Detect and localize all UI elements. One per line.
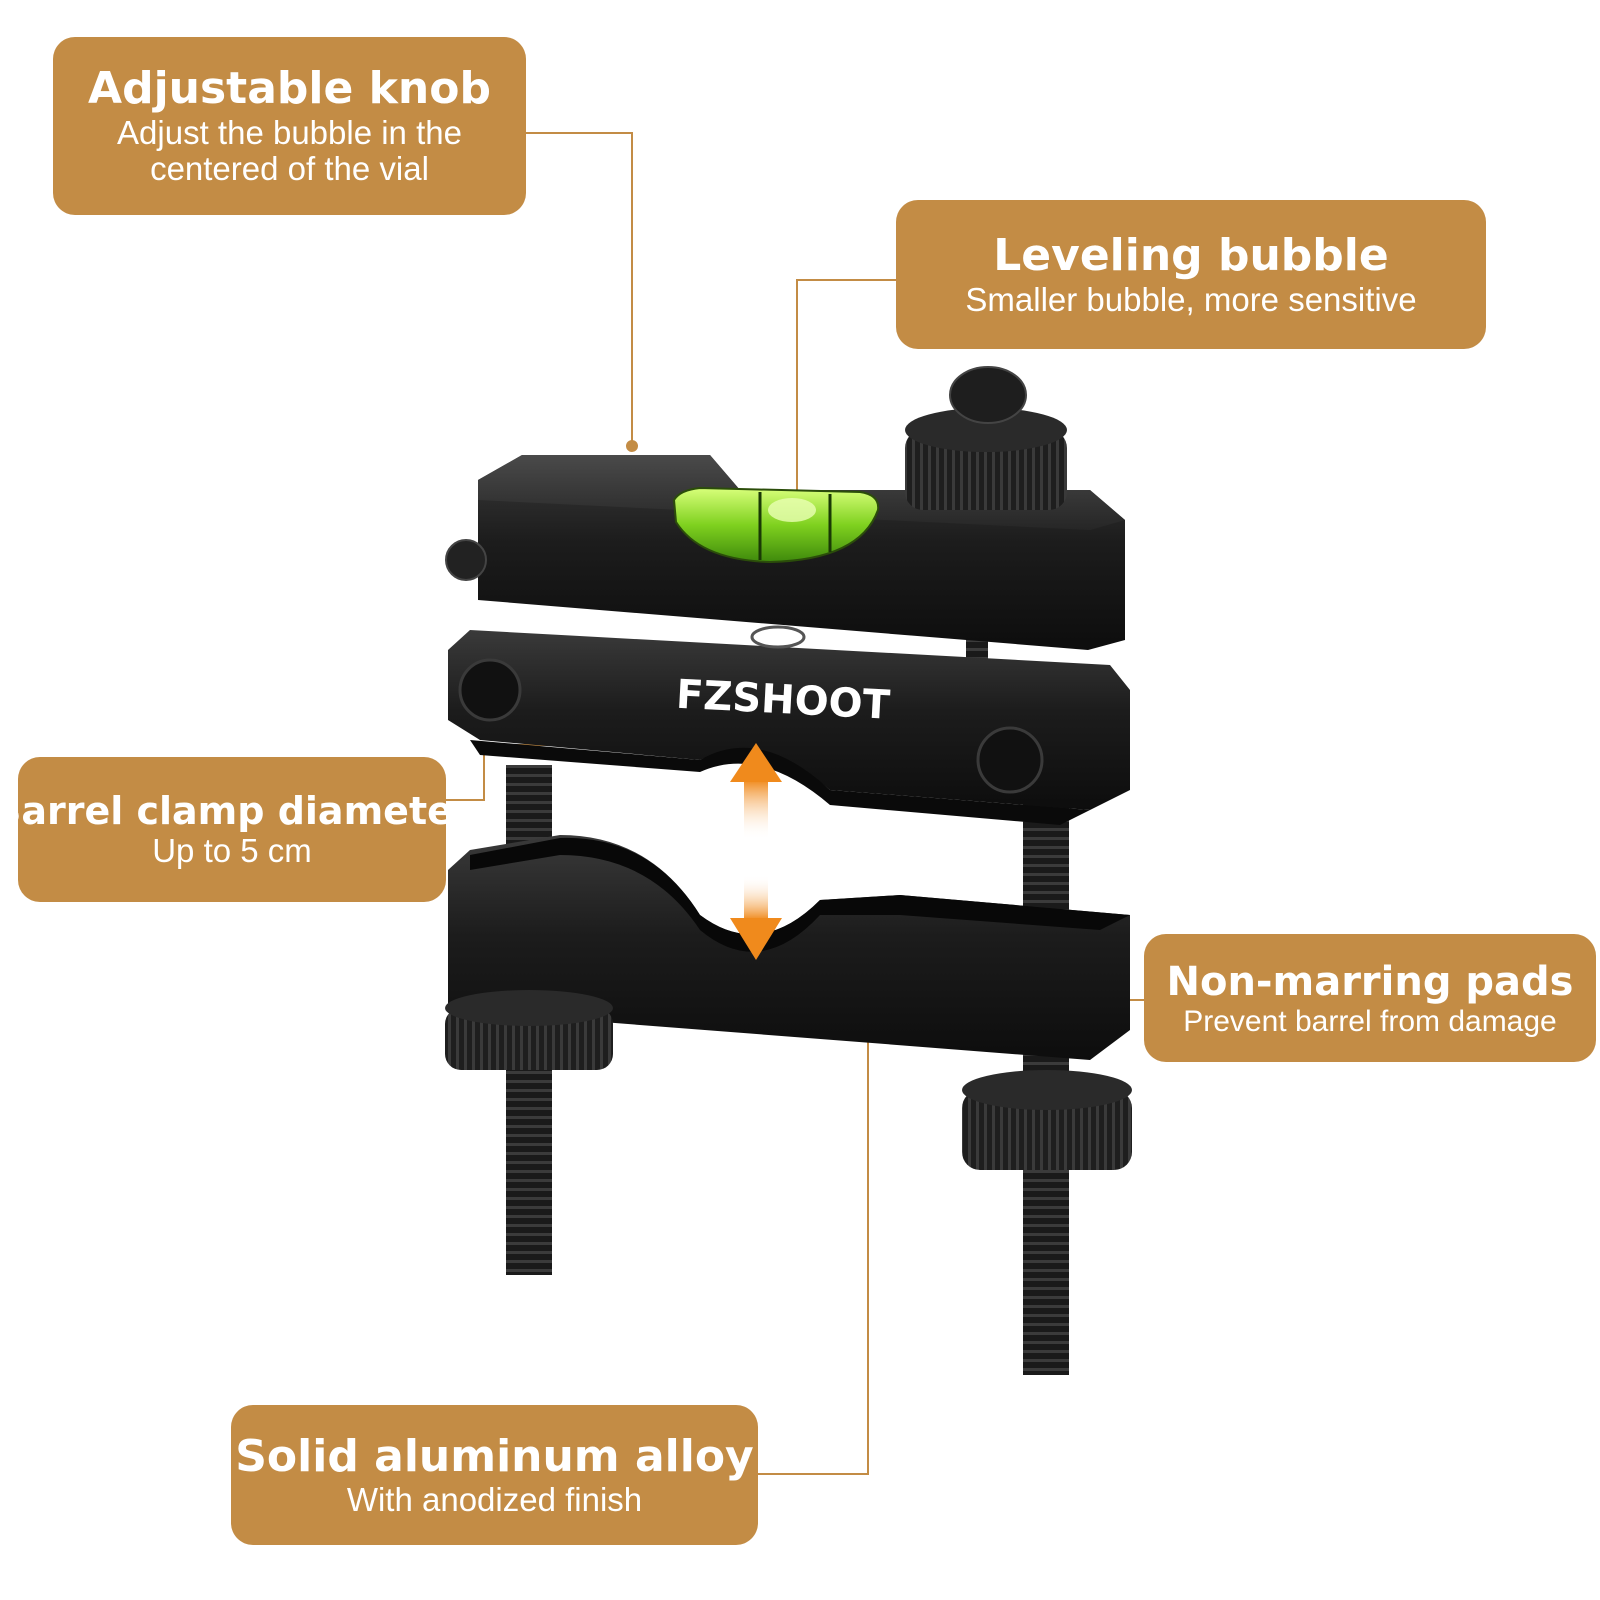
callout-title: Adjustable knob (88, 63, 491, 115)
lower-clamp (448, 835, 1130, 1060)
callout-leveling-bubble: Leveling bubble Smaller bubble, more sen… (896, 200, 1486, 349)
arrow-down (730, 918, 782, 960)
callout-title: Solid aluminum alloy (235, 1430, 754, 1482)
vial-bubble (768, 498, 816, 522)
callout-subtitle: Smaller bubble, more sensitive (965, 280, 1417, 318)
callout-subtitle: Adjust the bubble in the centered of the… (117, 114, 462, 188)
leader-leveling-bubble (796, 279, 896, 527)
callout-subtitle-line: Adjust the bubble in the (117, 114, 462, 151)
arrow-up (730, 743, 782, 782)
vial (672, 486, 880, 564)
upper-screw-left (458, 658, 522, 722)
callout-title: Barrel clamp diameter (0, 788, 472, 833)
callout-subtitle: Prevent barrel from damage (1183, 1004, 1557, 1038)
spring (750, 625, 806, 649)
callout-title: Non-marring pads (1166, 958, 1574, 1005)
leader-adjustable-knob (526, 132, 633, 446)
upper-clamp: FZSHOOT (448, 625, 1130, 825)
dimension-arrows (730, 743, 782, 960)
callout-adjustable-knob: Adjustable knob Adjust the bubble in the… (53, 37, 526, 215)
callout-barrel-clamp: Barrel clamp diameter Up to 5 cm (0, 757, 472, 902)
side-adjust-knob (445, 539, 487, 581)
callout-subtitle: Up to 5 cm (152, 832, 312, 870)
callout-non-marring: Non-marring pads Prevent barrel from dam… (1144, 934, 1596, 1062)
anchor-dot-knob (626, 440, 638, 452)
callout-aluminum: Solid aluminum alloy With anodized finis… (231, 1405, 758, 1545)
upper-screw-right (976, 726, 1044, 794)
callout-subtitle: With anodized finish (346, 1481, 643, 1519)
top-knob (905, 366, 1067, 510)
bottom-nuts (445, 990, 1132, 1170)
callout-title: Leveling bubble (993, 230, 1389, 282)
leader-aluminum (758, 1018, 869, 1475)
callout-subtitle-line: centered of the vial (150, 150, 429, 188)
brand-logo: FZSHOOT (675, 672, 892, 729)
